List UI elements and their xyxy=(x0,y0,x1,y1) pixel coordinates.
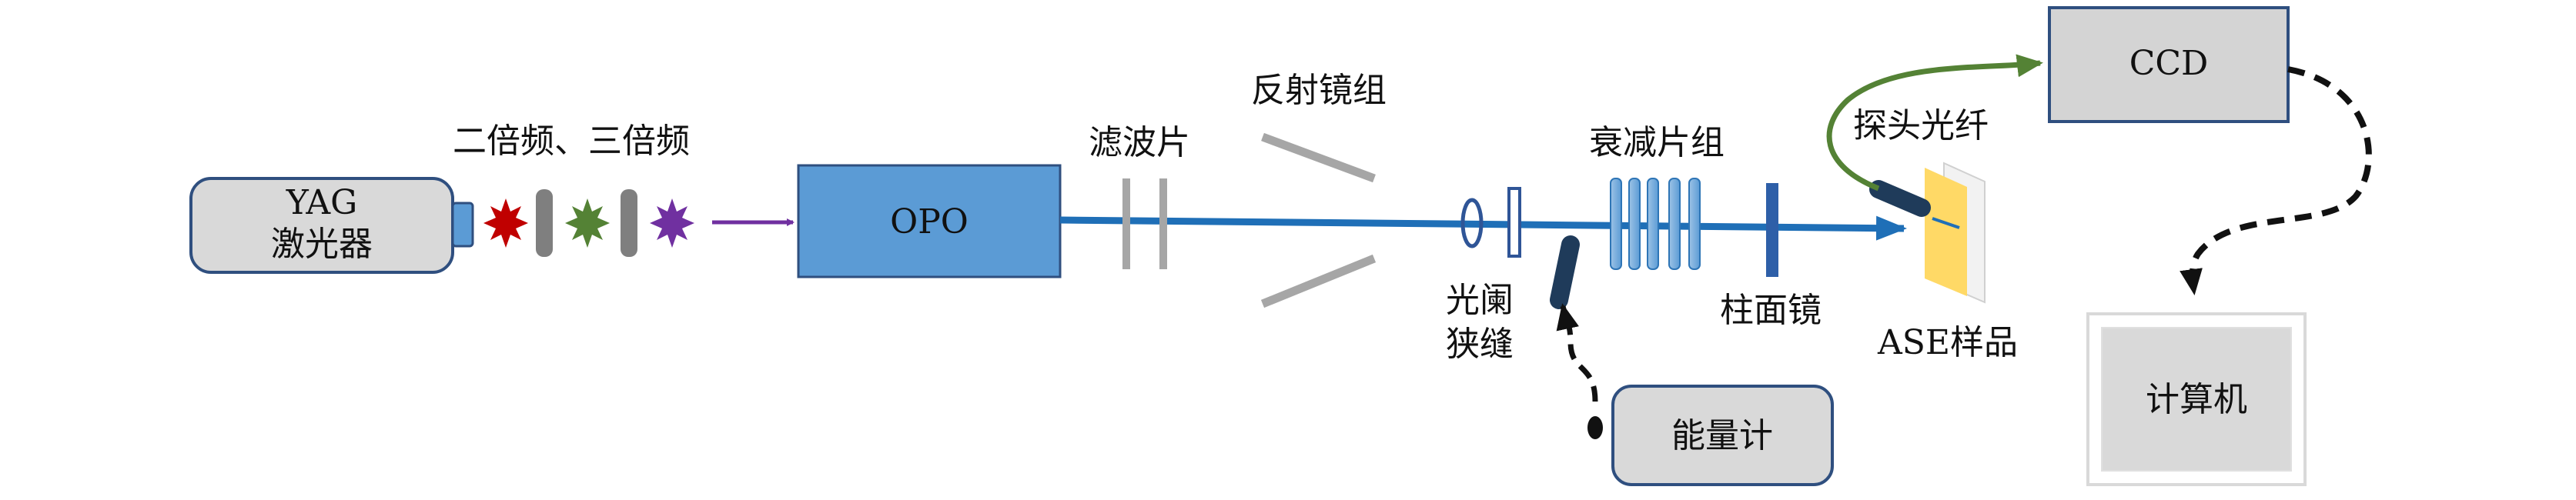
filters: 滤波片 xyxy=(1089,123,1190,269)
harmonic-generators: 二倍频、三倍频 xyxy=(453,122,694,257)
yag-laser: YAG 激光器 xyxy=(189,177,474,274)
aperture-label-line2: 狭缝 xyxy=(1446,325,1514,364)
crystal-1 xyxy=(536,189,553,257)
energy-meter-label: 能量计 xyxy=(1671,416,1773,455)
mirror-group-label: 反射镜组 xyxy=(1251,71,1387,110)
energy-meter-assembly: 能量计 xyxy=(1550,235,1834,486)
yag-label-line1: YAG xyxy=(286,183,358,222)
filter-label: 滤波片 xyxy=(1089,123,1190,162)
yag-label-line2: 激光器 xyxy=(271,225,373,264)
aperture-label-line1: 光阑 xyxy=(1446,281,1514,320)
opo-label: OPO xyxy=(890,202,969,242)
energy-meter-cable xyxy=(1556,303,1598,402)
energy-meter xyxy=(1611,385,1834,486)
attenuator-group: 衰减片组 xyxy=(1589,123,1725,270)
green-burst-icon xyxy=(565,198,610,248)
computer-label: 计算机 xyxy=(2146,380,2247,419)
probe-fiber: 探头光纤 xyxy=(1826,54,2043,217)
opo: OPO xyxy=(797,164,1062,278)
ccd-label: CCD xyxy=(2129,44,2209,83)
harmonics-label: 二倍频、三倍频 xyxy=(453,122,690,161)
aperture-slit: 光阑 狭缝 xyxy=(1446,187,1521,364)
ccd: CCD xyxy=(2048,6,2290,123)
cylindrical-lens-label: 柱面镜 xyxy=(1720,291,1822,330)
mirror-group: 反射镜组 xyxy=(1251,71,1387,308)
sample-label: ASE样品 xyxy=(1877,323,2018,362)
data-link xyxy=(2180,66,2372,295)
purple-burst-icon xyxy=(650,198,694,248)
cylindrical-lens: 柱面镜 xyxy=(1720,183,1822,330)
crystal-2 xyxy=(621,189,637,257)
red-burst-icon xyxy=(483,198,528,248)
probe-fiber-label: 探头光纤 xyxy=(1853,106,1989,145)
fiber-cable xyxy=(1826,54,2043,192)
computer: 计算机 xyxy=(2086,312,2307,486)
ase-sample: ASE样品 xyxy=(1877,162,2018,362)
attenuator-label: 衰减片组 xyxy=(1589,123,1725,162)
